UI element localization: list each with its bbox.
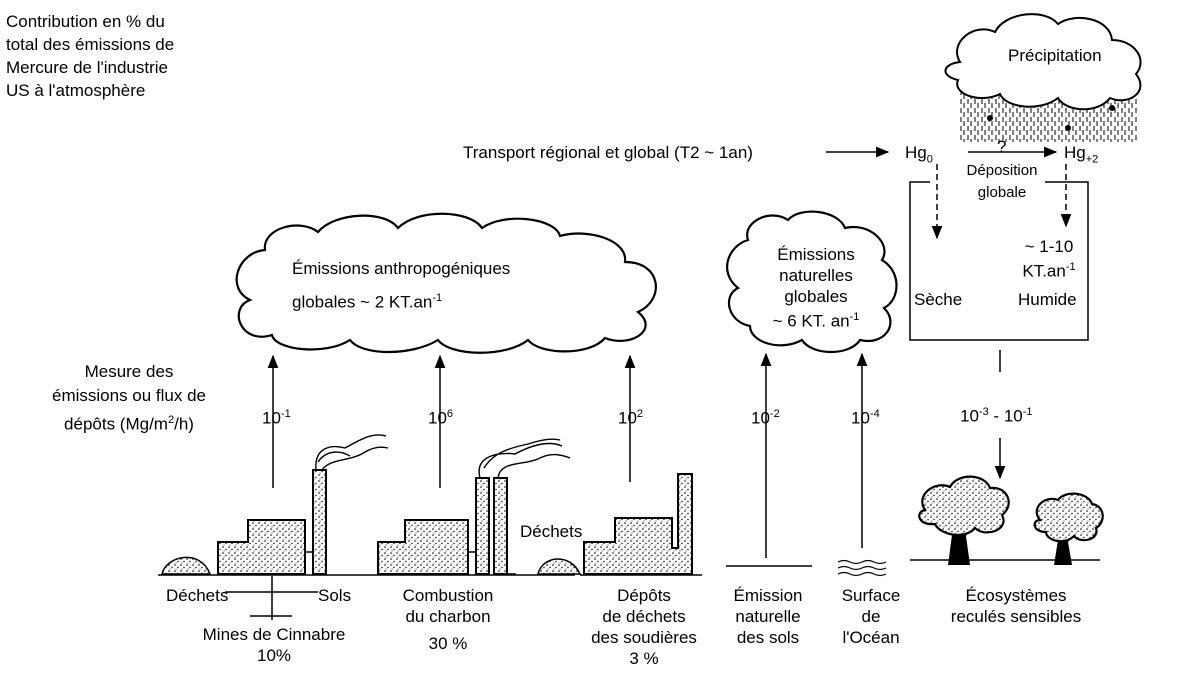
coal-smoke [478,438,571,479]
flux-value-coal: 106 [428,408,454,428]
flux-value-waste: 102 [618,408,644,428]
mine-smoke [315,434,389,471]
mine-factory [217,519,306,575]
natural-emissions-label: Émissions naturelles globales ~ 6 KT. an… [772,245,860,331]
waste-heap-left [161,556,212,575]
deposition-box [909,181,1089,341]
ecosystems-label: Écosystèmes reculés sensibles [950,586,1082,626]
precipitation-label: Précipitation [1008,46,1102,65]
tree-right-trunk [1048,520,1078,565]
flux-value-ocean: 10-4 [851,408,880,428]
flux-value-mines: 10-1 [262,408,291,428]
ocean-waves [837,559,887,577]
wet-label: Humide [1018,290,1077,309]
anthropogenic-cloud [235,212,657,354]
waste-heap-middle [537,558,582,575]
cinnabar-mines-label: Mines de Cinnabre 10% [202,625,346,665]
coal-factory [377,519,469,575]
precipitation-cloud [944,13,1142,111]
hg0-label: Hg0 [905,143,933,166]
dry-label: Sèche [914,290,963,309]
tree-right-crown [1033,492,1104,543]
anthropogenic-emissions-label: Émissions anthropogéniques globales ~ 2 … [292,259,511,312]
coal-chimney-2 [493,477,508,575]
flux-value-deposition: 10-3 - 10-1 [960,406,1033,426]
hg2-label: Hg+2 [1064,143,1099,166]
soils-label: Sols [318,586,352,605]
waste-label-middle: Déchets [520,522,583,541]
natural-soil-emission-label: Émission naturelle des sols [733,586,803,647]
soda-works [583,473,693,575]
flux-value-soil: 10-2 [751,408,780,428]
wet-flux-label: ~ 1-10 KT.an-1 [1022,237,1076,281]
transport-label: Transport régional et global (T2 ~ 1an) [463,143,753,162]
tree-left-trunk [938,510,978,565]
contribution-heading: Contribution en % du total des émissions… [6,12,175,100]
ocean-surface-label: Surface de l'Océan [841,586,901,647]
natural-cloud [726,210,898,353]
question-mark: ? [997,137,1007,156]
measure-label: Mesure des émissions ou flux de dépôts (… [51,362,207,434]
coal-combustion-label: Combustion du charbon 30 % [402,586,494,653]
soda-waste-label: Dépôts de déchets des soudières 3 % [591,586,697,668]
waste-label-left: Déchets [166,586,229,605]
tree-left-crown [918,475,1010,537]
deposition-label: Déposition globale [966,162,1038,201]
mine-chimney [312,469,327,575]
coal-chimney-1 [475,477,490,575]
